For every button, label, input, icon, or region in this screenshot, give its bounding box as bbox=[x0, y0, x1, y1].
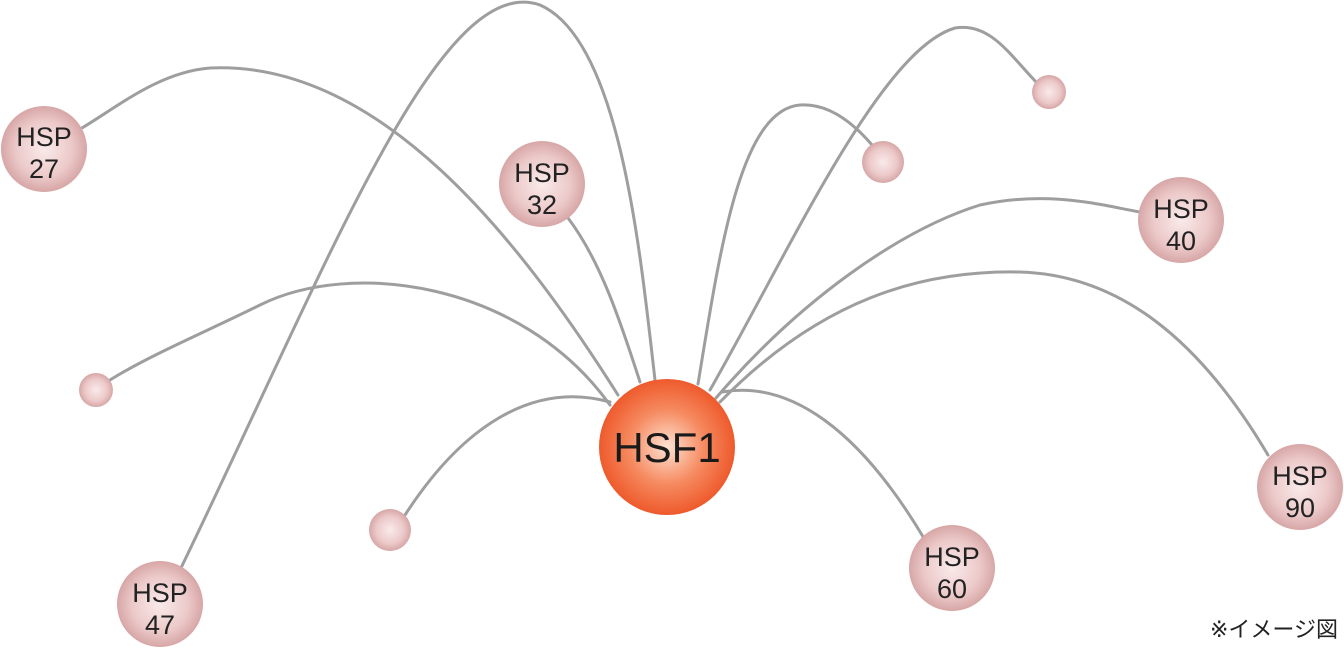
node-hsp90: HSP 90 bbox=[1257, 444, 1343, 530]
edge-hsf1-hsp27 bbox=[80, 66, 620, 397]
node-hsp32: HSP 32 bbox=[499, 141, 585, 227]
edge-hsf1-small-1 bbox=[108, 281, 612, 407]
node-hsp27-line2: 27 bbox=[29, 154, 59, 184]
node-hsp27: HSP 27 bbox=[1, 106, 87, 192]
node-hsp40-circle bbox=[1138, 177, 1224, 263]
node-hsp40: HSP 40 bbox=[1138, 177, 1224, 263]
node-hsp60-line1: HSP bbox=[924, 542, 980, 572]
image-note: ※イメージ図 bbox=[1210, 618, 1338, 643]
node-hsp47: HSP 47 bbox=[117, 561, 203, 647]
edge-hsf1-hsp90 bbox=[718, 270, 1270, 457]
node-hsf1-label: HSF1 bbox=[613, 424, 720, 471]
node-hsp60-line2: 60 bbox=[937, 574, 967, 604]
edge-hsf1-hsp40 bbox=[714, 197, 1142, 400]
node-hsp40-line1: HSP bbox=[1153, 194, 1209, 224]
node-hsp47-line2: 47 bbox=[145, 610, 175, 640]
node-hsp60: HSP 60 bbox=[909, 525, 995, 611]
node-hsp90-line1: HSP bbox=[1272, 461, 1328, 491]
node-small-2 bbox=[369, 509, 411, 551]
node-hsp60-circle bbox=[909, 525, 995, 611]
edge-hsf1-small-4 bbox=[708, 25, 1039, 392]
node-hsp47-circle bbox=[117, 561, 203, 647]
node-hsp32-line1: HSP bbox=[514, 158, 570, 188]
edge-hsf1-small-3 bbox=[696, 103, 874, 386]
edges bbox=[80, 0, 1270, 572]
node-hsp90-circle bbox=[1257, 444, 1343, 530]
node-small-4 bbox=[1032, 75, 1066, 109]
node-small-1 bbox=[79, 373, 113, 407]
node-hsp40-line2: 40 bbox=[1166, 226, 1196, 256]
node-hsp90-line2: 90 bbox=[1285, 493, 1315, 523]
node-hsf1: HSF1 bbox=[599, 379, 735, 515]
node-hsf1-circle bbox=[599, 379, 735, 515]
node-hsp47-line1: HSP bbox=[132, 578, 188, 608]
node-small-3 bbox=[862, 141, 904, 183]
node-hsp32-circle bbox=[499, 141, 585, 227]
edge-hsf1-hsp60 bbox=[720, 388, 927, 542]
node-hsp27-circle bbox=[1, 106, 87, 192]
edge-hsf1-hsp47 bbox=[178, 0, 657, 572]
node-hsp27-line1: HSP bbox=[16, 122, 72, 152]
edge-hsf1-small-2 bbox=[403, 395, 612, 517]
node-hsp32-line2: 32 bbox=[527, 190, 557, 220]
edge-hsf1-hsp32 bbox=[566, 216, 642, 384]
